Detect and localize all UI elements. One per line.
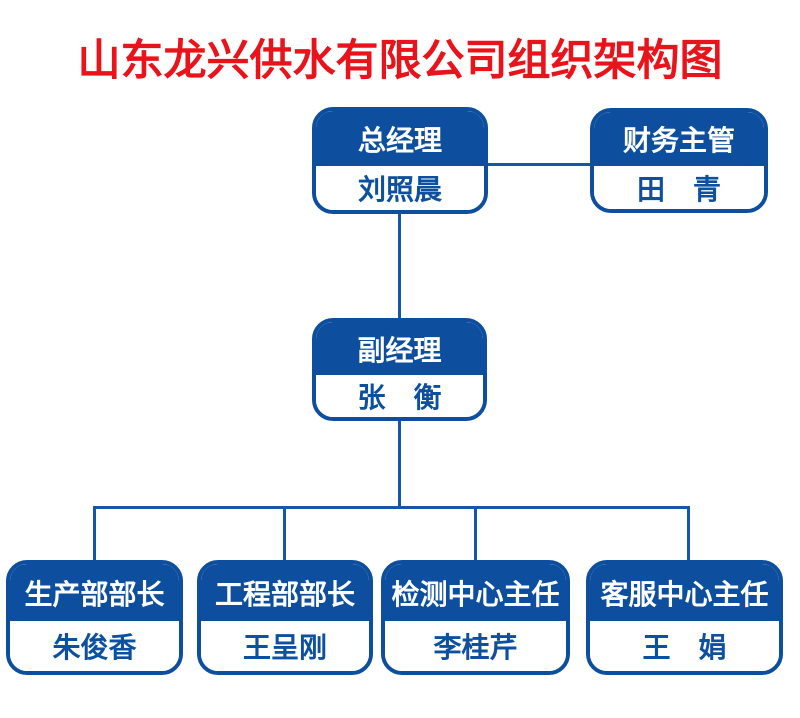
node-role-title: 副经理 [316, 322, 483, 376]
node-person-name: 田 青 [594, 166, 764, 209]
node-engineering-head: 工程部部长 王呈刚 [197, 560, 373, 675]
node-deputy-manager: 副经理 张 衡 [312, 318, 487, 421]
node-role-title: 总经理 [316, 111, 484, 167]
connector-deputy-to-bus [398, 419, 401, 509]
node-production-head: 生产部部长 朱俊香 [6, 560, 183, 675]
node-general-manager: 总经理 刘照晨 [312, 107, 488, 214]
node-role-title: 财务主管 [594, 112, 764, 167]
node-role-title: 工程部部长 [201, 564, 369, 622]
node-person-name: 王 娟 [590, 621, 779, 671]
connector-gm-to-finance [486, 163, 592, 166]
node-person-name: 刘照晨 [316, 166, 484, 210]
node-person-name: 李桂芹 [385, 621, 566, 671]
connector-drop-testing [474, 506, 477, 562]
node-service-director: 客服中心主任 王 娟 [586, 560, 783, 675]
connector-drop-engineering [283, 506, 286, 562]
chart-title: 山东龙兴供水有限公司组织架构图 [77, 37, 723, 85]
connector-drop-production [93, 506, 96, 562]
node-finance-supervisor: 财务主管 田 青 [590, 108, 768, 213]
connector-drop-service [687, 506, 690, 562]
node-person-name: 朱俊香 [10, 621, 179, 671]
node-role-title: 客服中心主任 [590, 564, 779, 622]
node-role-title: 检测中心主任 [385, 564, 566, 622]
node-person-name: 王呈刚 [201, 621, 369, 671]
connector-gm-to-deputy [398, 212, 401, 320]
connector-bus-horizontal [93, 506, 690, 509]
node-person-name: 张 衡 [316, 375, 483, 417]
node-role-title: 生产部部长 [10, 564, 179, 622]
node-testing-director: 检测中心主任 李桂芹 [381, 560, 570, 675]
